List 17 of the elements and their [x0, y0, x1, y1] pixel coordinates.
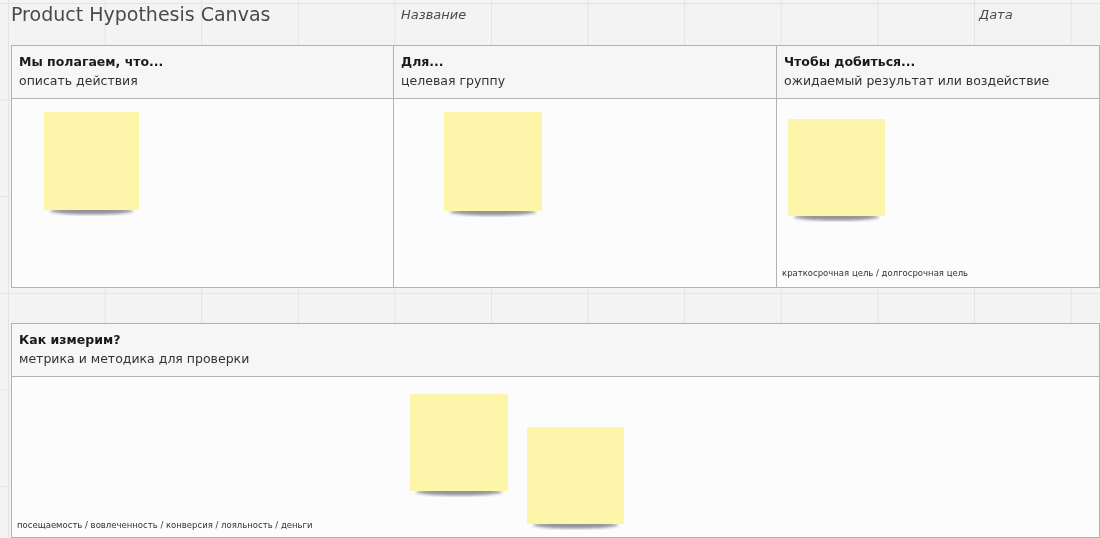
panel-subtitle: ожидаемый результат или воздействие	[784, 73, 1050, 88]
canvas-panel	[11, 323, 1100, 538]
field-label: Дата	[979, 7, 1013, 22]
panel-heading: Мы полагаем, что...	[19, 54, 164, 69]
panel-heading: Как измерим?	[19, 332, 121, 347]
canvas-panel	[393, 45, 777, 288]
panel-hint: краткосрочная цель / долгосрочная цель	[782, 268, 969, 278]
panel-subtitle: целевая группу	[401, 73, 506, 88]
panel-subtitle: описать действия	[19, 73, 138, 88]
panel-heading: Чтобы добиться...	[784, 54, 916, 69]
field-label: Название	[401, 7, 467, 22]
panel-subtitle: метрика и методика для проверки	[19, 351, 250, 366]
canvas-title: Product Hypothesis Canvas	[11, 3, 271, 25]
panel-hint: посещаемость / вовлеченность / конверсия / лояльность / деньги	[17, 520, 313, 530]
canvas-panel	[776, 45, 1100, 288]
panel-heading: Для...	[401, 54, 444, 69]
canvas-panel	[11, 45, 394, 288]
